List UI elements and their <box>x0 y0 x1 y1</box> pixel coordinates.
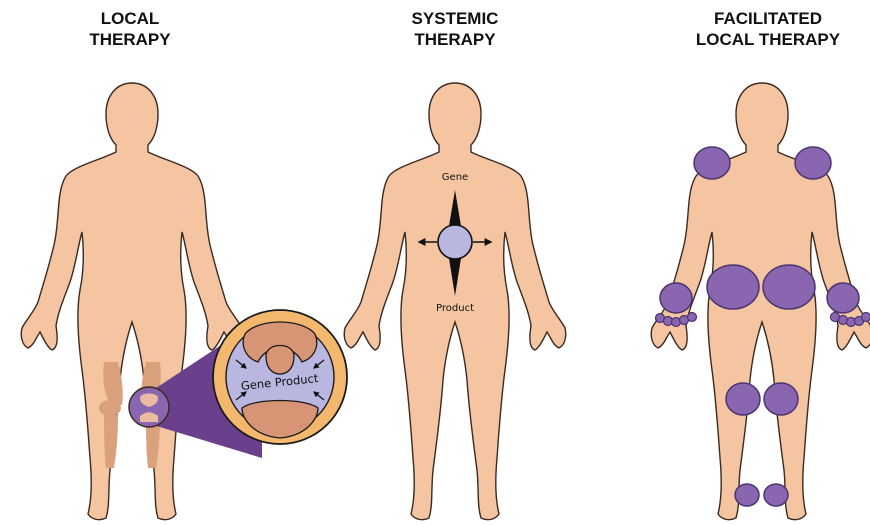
knee-inset: Gene Product <box>213 310 347 444</box>
systemic-therapy-figure: Gene Product <box>344 83 566 520</box>
target-right-ankle <box>764 484 788 506</box>
facilitated-therapy-figure <box>651 83 870 520</box>
target-right-hip <box>763 265 815 309</box>
local-body-silhouette <box>21 83 243 520</box>
target-right-wrist <box>827 283 859 313</box>
target-left-hip <box>707 265 759 309</box>
target-right-shoulder <box>795 147 831 179</box>
systemic-center-circle <box>438 225 472 259</box>
gene-label: Gene <box>442 172 468 183</box>
systemic-body-silhouette <box>344 83 566 520</box>
target-left-shoulder <box>694 147 730 179</box>
target-left-wrist <box>660 283 692 313</box>
target-left-knee <box>726 383 760 415</box>
target-left-ankle <box>735 484 759 506</box>
local-therapy-figure: Gene Product <box>21 83 347 520</box>
target-right-knee <box>764 383 798 415</box>
product-label: Product <box>436 303 474 314</box>
